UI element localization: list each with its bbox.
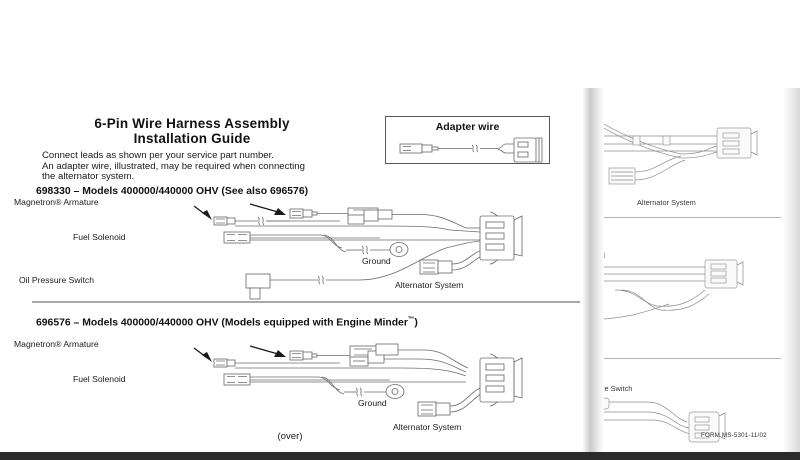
label-magnetron-armature-1: Magnetron® Armature	[14, 197, 99, 207]
page-title-line1: 6-Pin Wire Harness Assembly	[94, 116, 290, 131]
section-2-heading-post: )	[414, 317, 418, 329]
background-harness-lower	[585, 397, 726, 443]
over-label: (over)	[277, 431, 303, 442]
bg-divider-2	[591, 358, 781, 359]
bg-ion-fragment: ION	[585, 430, 594, 439]
adapter-wire-box: Adapter wire	[385, 116, 550, 164]
viewer-bottom-band	[0, 452, 800, 460]
harness-diagram-696576-svg	[193, 343, 523, 417]
page-title: 6-Pin Wire Harness Assembly Installation…	[32, 116, 352, 146]
bg-pressure-switch-fragment: Pressure Switch	[585, 384, 633, 393]
bg-divider-1	[591, 217, 781, 218]
section-2-heading-trademark: ™	[407, 316, 415, 323]
label-fuel-solenoid-1: Fuel Solenoid	[73, 232, 126, 242]
harness-diagram-698330: Magnetron® Armature Fuel Solenoid Ground…	[14, 197, 550, 303]
bg-form-code: FORM MS-5301-11/02	[701, 432, 767, 439]
bg-system-fragment: tem	[585, 340, 594, 349]
background-harness-upper	[585, 112, 758, 185]
adapter-wire-illustration	[399, 137, 543, 163]
label-ground-2: Ground	[358, 398, 387, 408]
intro-paragraph: Connect leads as shown per your service …	[42, 150, 342, 183]
intro-line-3: the alternator system.	[42, 171, 135, 183]
label-alternator-system-1: Alternator System	[395, 280, 464, 290]
label-fuel-solenoid-2: Fuel Solenoid	[73, 374, 126, 384]
label-ground-1: Ground	[362, 256, 391, 266]
harness-diagram-696576: Magnetron® Armature Fuel Solenoid Ground…	[14, 338, 550, 438]
intro-line-2: An adapter wire, illustrated, may be req…	[42, 160, 305, 172]
section-divider-1	[32, 301, 580, 303]
label-alternator-system-2: Alternator System	[393, 422, 462, 432]
intro-line-1: Connect leads as shown per your service …	[42, 150, 274, 161]
section-2-heading: 696576 – Models 400000/440000 OHV (Model…	[36, 316, 418, 328]
label-oil-pressure-switch-1: Oil Pressure Switch	[19, 275, 94, 285]
bg-alternator-system-label: Alternator System	[637, 198, 696, 207]
adapter-wire-title: Adapter wire	[435, 121, 500, 133]
background-harness-middle	[585, 259, 744, 321]
page-title-line2: Installation Guide	[133, 131, 251, 146]
bg-solenoid-fragment: olenoid	[585, 251, 605, 260]
section-2-heading-pre: 696576 – Models 400000/440000 OHV (Model…	[36, 317, 408, 329]
bg-series-fragment: ries	[585, 229, 600, 240]
background-page: Alternator System ries olenoid tem Press…	[585, 88, 800, 453]
label-magnetron-armature-2: Magnetron® Armature	[14, 339, 99, 349]
section-1-heading: 698330 – Models 400000/440000 OHV (See a…	[36, 186, 309, 197]
harness-diagram-698330-svg	[193, 203, 523, 300]
